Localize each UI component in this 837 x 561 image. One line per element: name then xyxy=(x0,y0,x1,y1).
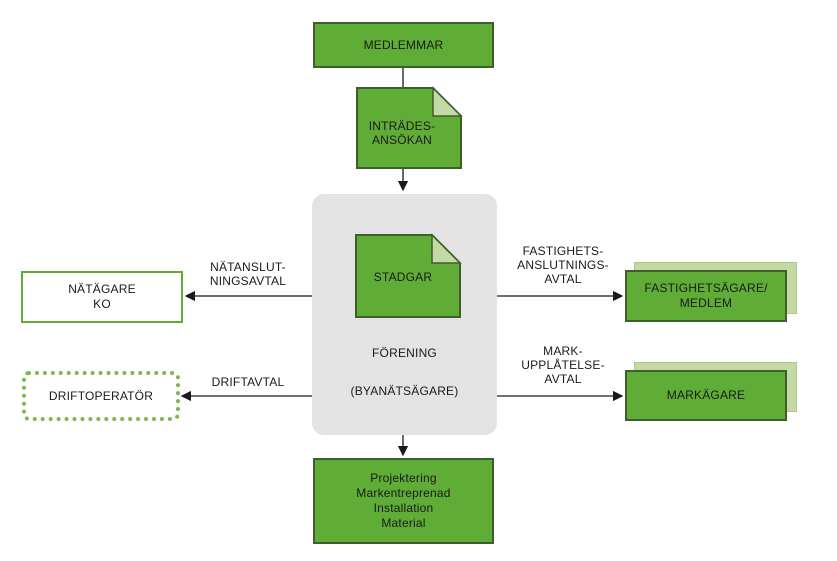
network-agreement-label: NÄTANSLUT- NINGSAVTAL xyxy=(209,260,287,288)
operator-label: DRIFTOPERATÖR xyxy=(48,388,154,403)
association-name: FÖRENING xyxy=(372,346,437,360)
network-owner-label: NÄTÄGARE KO xyxy=(68,282,136,311)
property-agreement-label: FASTIGHETS- ANSLUTNINGS- AVTAL xyxy=(517,244,609,286)
network-owner-box: NÄTÄGARE KO xyxy=(21,271,183,323)
members-box: MEDLEMMAR xyxy=(313,22,494,68)
operation-agreement-label: DRIFTAVTAL xyxy=(211,375,285,389)
property-owner-label: FASTIGHETSÄGARE/ MEDLEM xyxy=(644,281,768,310)
land-agreement-label: MARK- UPPLÅTELSE- AVTAL xyxy=(521,344,605,386)
application-label: INTRÄDES- ANSÖKAN xyxy=(368,119,436,147)
operator-box: DRIFTOPERATÖR xyxy=(22,371,180,421)
association-subtitle: (BYANÄTSÄGARE) xyxy=(350,384,459,398)
statutes-label: STADGAR xyxy=(373,270,433,284)
land-owner-box: MARKÄGARE xyxy=(625,370,787,421)
members-label: MEDLEMMAR xyxy=(363,37,444,52)
land-owner-label: MARKÄGARE xyxy=(666,388,746,402)
project-box: Projektering Markentreprenad Installatio… xyxy=(313,458,494,544)
property-owner-box: FASTIGHETSÄGARE/ MEDLEM xyxy=(625,270,787,322)
project-label: Projektering Markentreprenad Installatio… xyxy=(356,471,451,530)
